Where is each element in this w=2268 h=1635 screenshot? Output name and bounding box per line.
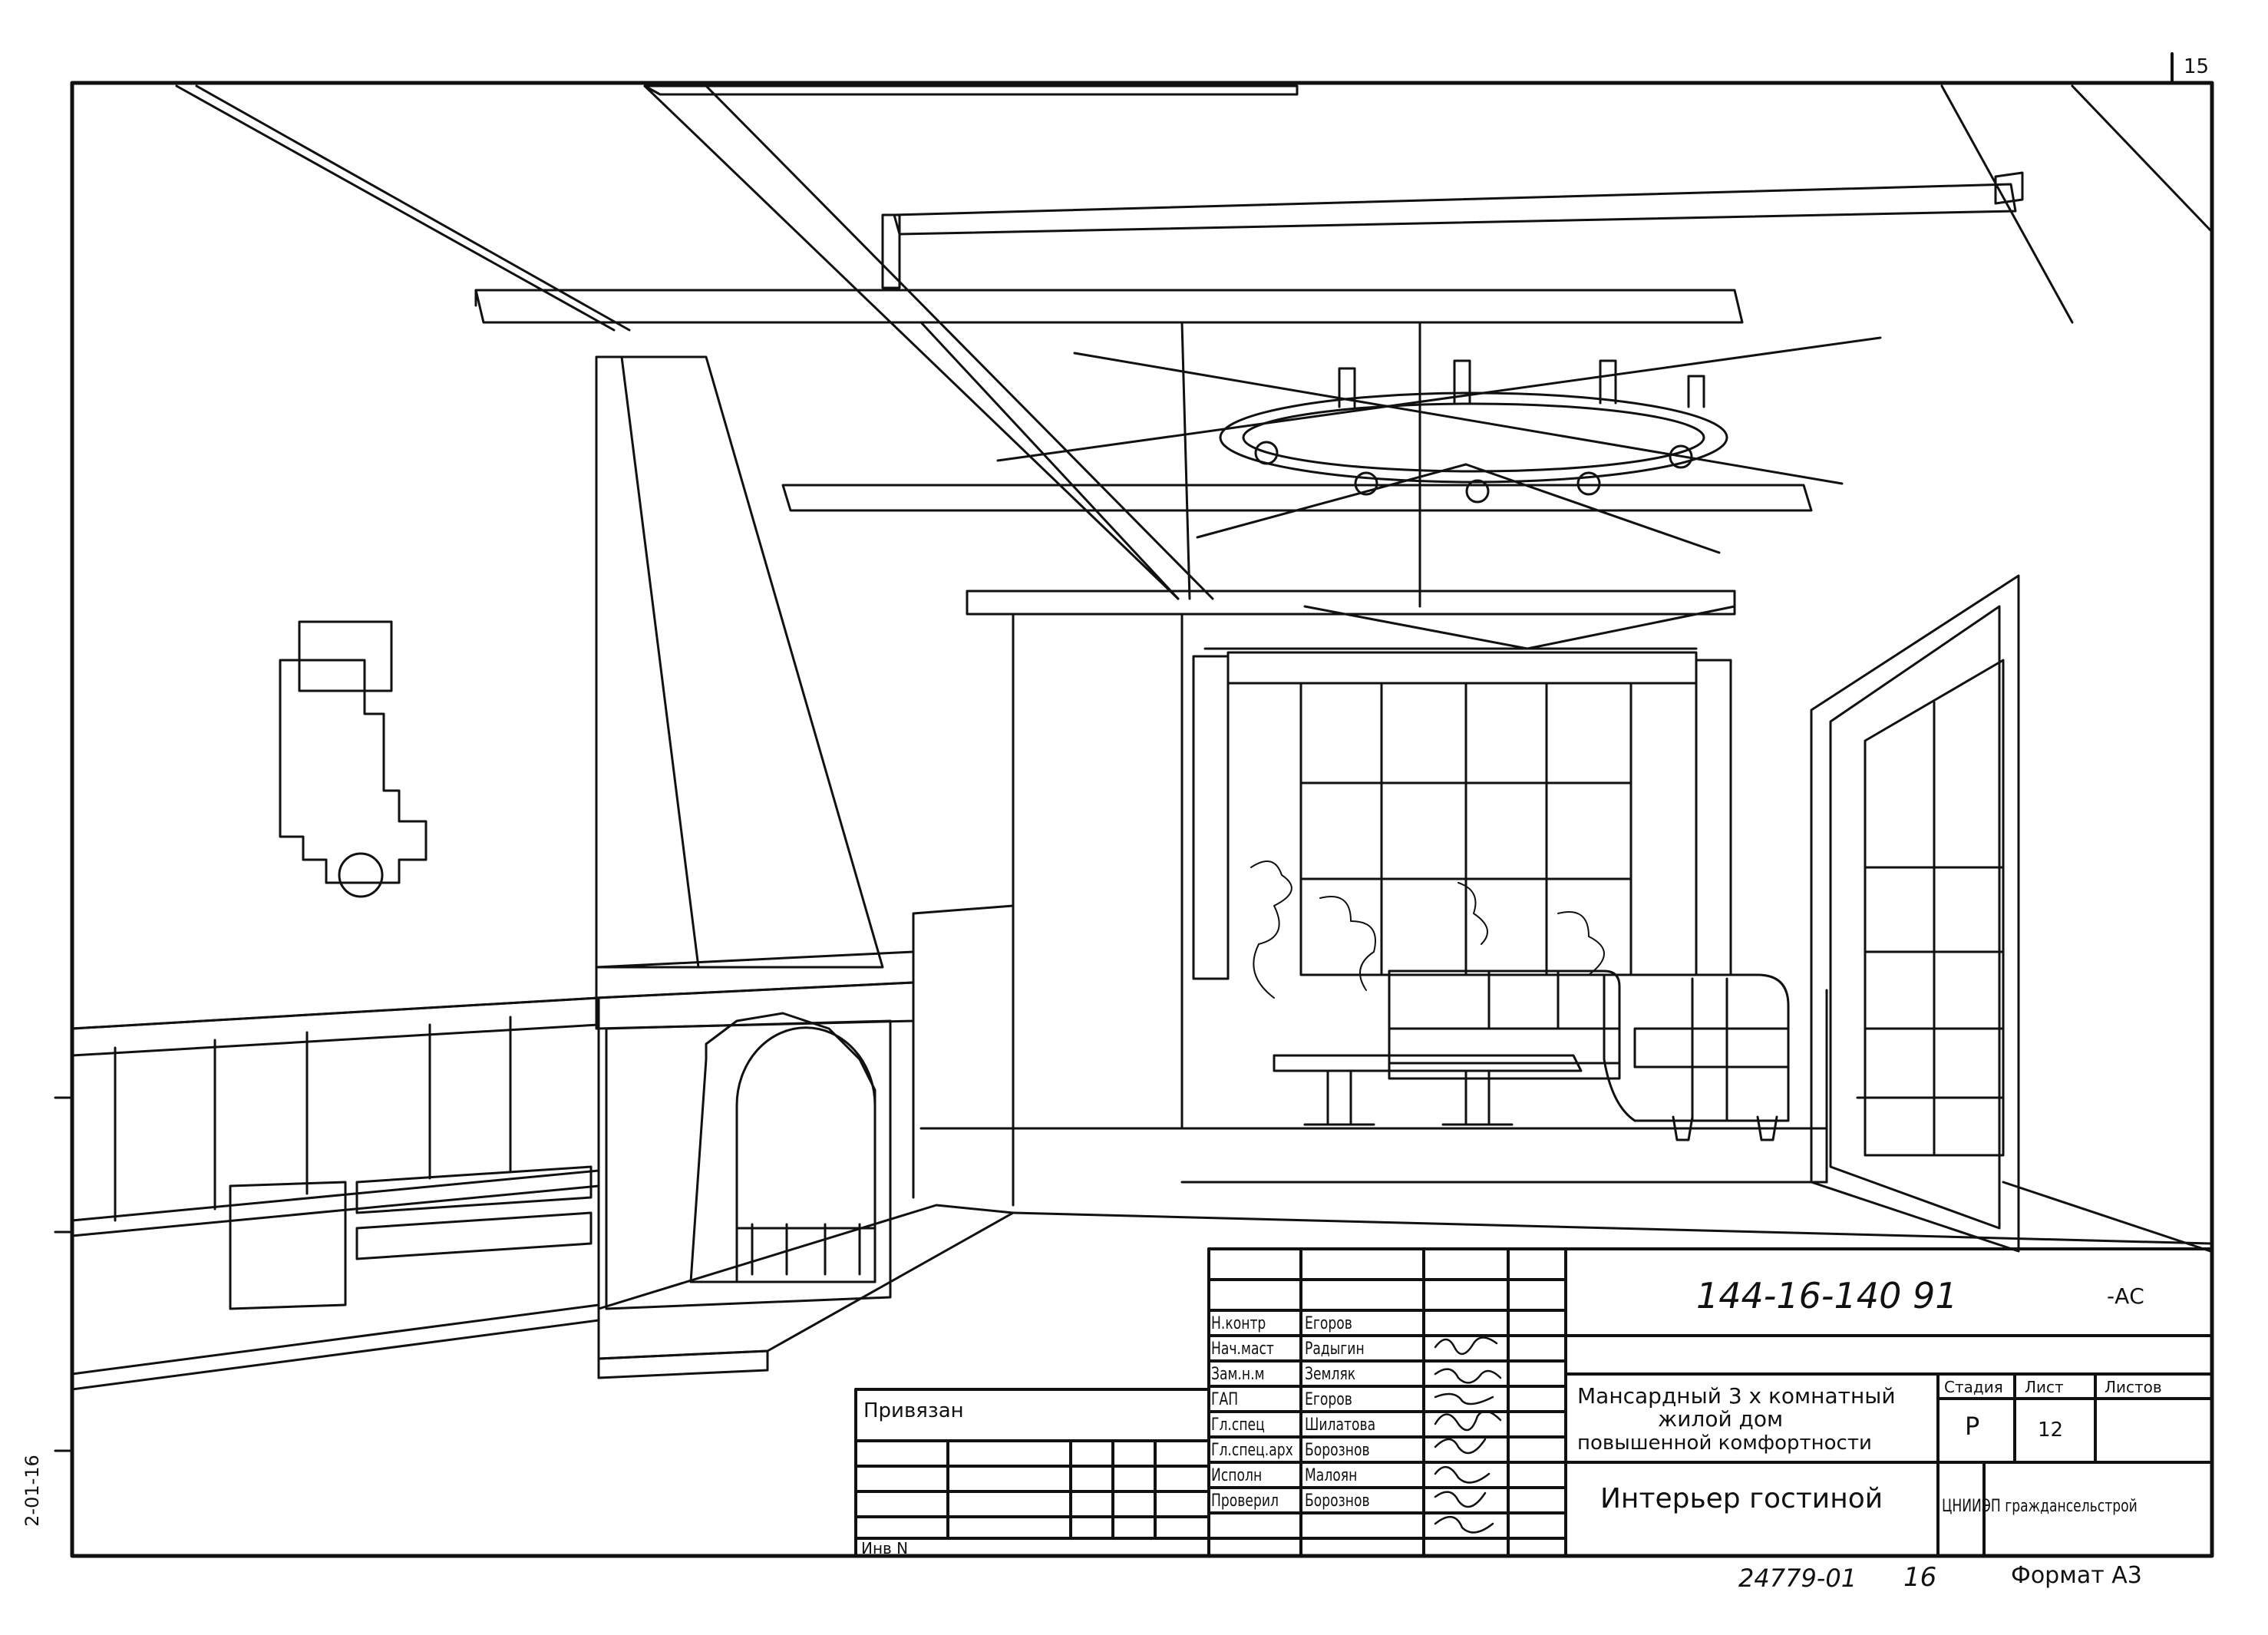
page-number: 15 <box>2184 55 2210 78</box>
sign-name-4: Шилатова <box>1305 1415 1376 1435</box>
sheets-total-header: Листов <box>2105 1378 2162 1396</box>
sign-name-3: Егоров <box>1305 1390 1352 1409</box>
floor-line <box>1012 1211 2212 1245</box>
signature-scribbles <box>1434 1336 1502 1534</box>
left-wall <box>71 620 600 1391</box>
attach-label: Привязан <box>863 1399 964 1422</box>
sheet-value: 12 <box>2038 1419 2064 1442</box>
archive-number: 24779-01 <box>1738 1564 1857 1593</box>
sign-name-2: Земляк <box>1305 1365 1356 1384</box>
inv-label: Инв N <box>861 1539 909 1557</box>
doorway <box>1810 574 2212 1253</box>
format-label: Формат А3 <box>2011 1562 2142 1589</box>
sheet-header: Лист <box>2025 1378 2064 1396</box>
sign-name-7: Борознов <box>1305 1491 1370 1511</box>
sign-name-5: Борознов <box>1305 1441 1370 1460</box>
ceiling-beams <box>175 84 2212 650</box>
sign-role-6: Исполн <box>1211 1466 1263 1485</box>
title-block <box>854 1247 2214 1557</box>
doc-suffix: -АС <box>2107 1283 2144 1309</box>
sign-role-7: Проверил <box>1211 1491 1279 1511</box>
copy-number: 16 <box>1903 1562 1937 1593</box>
drawing-frame <box>70 52 2214 1558</box>
sheet-title: Интерьер гостиной <box>1600 1483 1883 1514</box>
organization-text: ЦНИИЭП граждансельстрой <box>1942 1497 2138 1516</box>
project-title-line-2: жилой дом <box>1658 1406 1784 1432</box>
sign-name-0: Егоров <box>1305 1314 1352 1333</box>
sign-name-6: Малоян <box>1305 1466 1358 1485</box>
stage-value: Р <box>1965 1412 1980 1441</box>
sofa-set <box>1273 969 1790 1141</box>
sign-role-4: Гл.спец <box>1211 1415 1265 1435</box>
doc-code: 144-16-140 91 <box>1696 1275 1958 1316</box>
chandelier <box>1219 359 1728 504</box>
sign-role-0: Н.контр <box>1211 1314 1266 1333</box>
stage-header: Стадия <box>1944 1378 2003 1396</box>
sign-role-3: ГАП <box>1211 1390 1239 1409</box>
left-margin-code: 2-01-16 <box>21 1455 43 1527</box>
bay-window <box>919 613 1828 1184</box>
organization: ЦНИИЭП граждансельстрой <box>1942 1498 2193 1515</box>
sign-name-1: Радыгин <box>1305 1339 1365 1359</box>
project-title-line-1: Мансардный 3 х комнатный <box>1577 1383 1896 1409</box>
sign-role-2: Зам.н.м <box>1211 1365 1265 1384</box>
sign-role-5: Гл.спец.арх <box>1211 1441 1293 1460</box>
project-title-line-3: повышенной комфортности <box>1577 1432 1872 1455</box>
sign-role-1: Нач.маст <box>1211 1339 1274 1359</box>
margin-ticks <box>54 1096 74 1452</box>
